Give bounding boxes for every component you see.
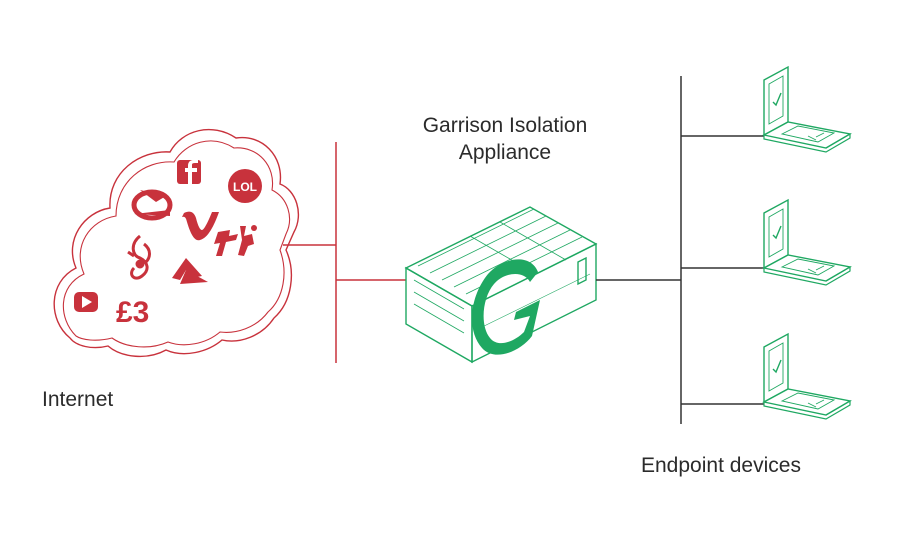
appliance-label: Garrison Isolation Appliance xyxy=(360,112,650,167)
lol-logo-icon: LOL xyxy=(228,169,262,203)
cloud-outline xyxy=(53,128,299,358)
chinese-text-logo-icon xyxy=(214,225,257,256)
garrison-g-logo-icon xyxy=(471,259,540,355)
internet-label: Internet xyxy=(42,388,114,411)
ft-logo-icon: £3 xyxy=(116,296,149,329)
news-logo-icon xyxy=(172,258,208,284)
aljazeera-logo-icon xyxy=(127,234,151,280)
youtube-logo-icon xyxy=(74,292,98,312)
laptop-check-icon xyxy=(763,199,851,286)
facebook-logo-icon xyxy=(177,159,201,184)
appliance-label-line2: Appliance xyxy=(458,141,552,165)
internet-cloud: LOL £3 xyxy=(53,128,299,358)
appliance-label-line1: Garrison Isolation xyxy=(422,114,588,137)
vimeo-logo-icon xyxy=(182,211,219,241)
laptop-check-icon xyxy=(763,66,851,153)
airline-logo-icon xyxy=(131,189,173,221)
svg-text:£3: £3 xyxy=(116,296,149,329)
endpoint-devices-label: Endpoint devices xyxy=(641,454,801,477)
cloud-outline-inner xyxy=(62,140,290,348)
isolation-appliance xyxy=(404,206,598,364)
laptop-check-icon xyxy=(763,333,851,420)
svg-text:LOL: LOL xyxy=(233,180,257,194)
